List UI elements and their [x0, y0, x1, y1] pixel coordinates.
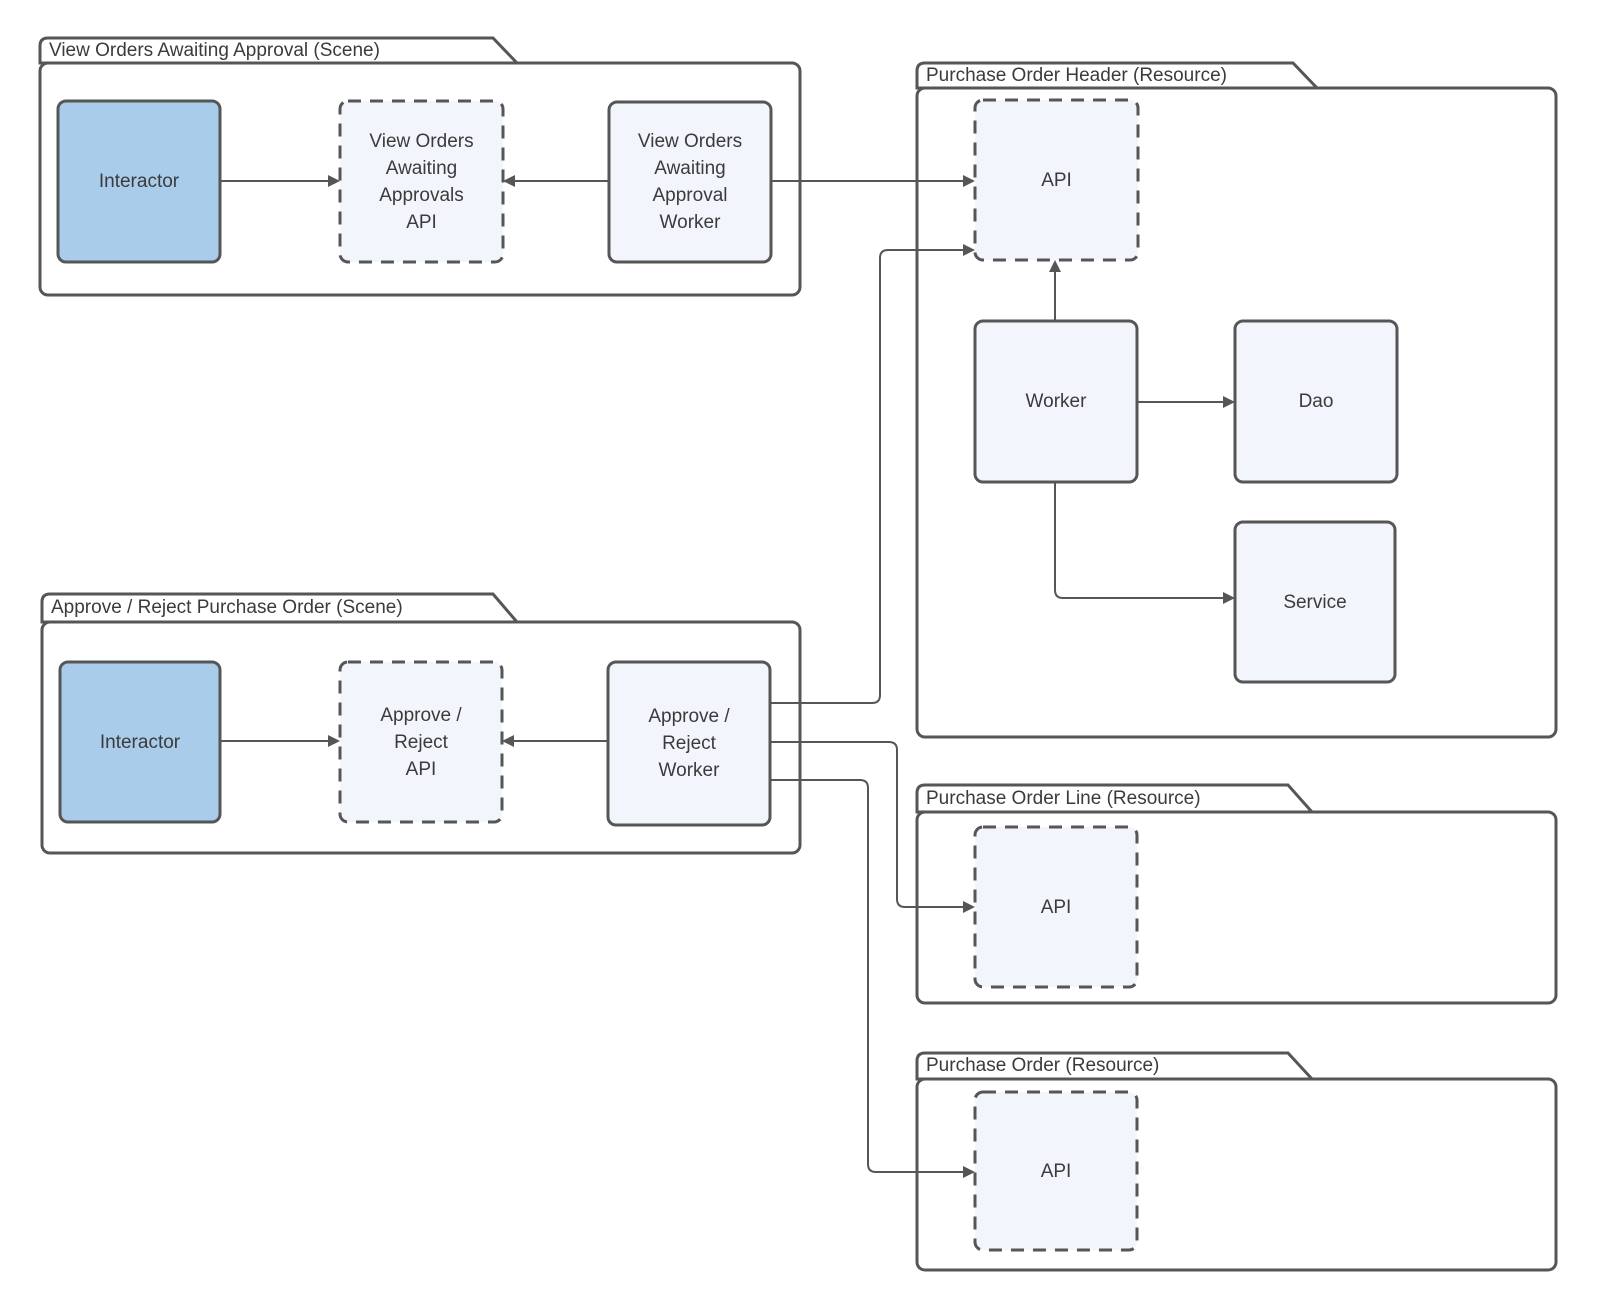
node-label-pol-api: API — [1040, 896, 1072, 918]
edge-poh-worker-to-service — [1054, 482, 1235, 604]
node-voaa-interactor — [56, 99, 222, 264]
node-label-poh-dao: Dao — [1298, 391, 1334, 412]
node-label-ar-interactor: Interactor — [99, 731, 181, 753]
node-poh-dao — [1233, 319, 1399, 484]
container-title-view-orders-scene: View Orders Awaiting Approval (Scene) — [49, 40, 380, 61]
node-label-ar-worker: Approve / Reject Worker — [648, 706, 730, 781]
node-label-poh-service: Service — [1283, 591, 1347, 613]
container-title-po-header-resource: Purchase Order Header (Resource) — [926, 65, 1227, 86]
node-ar-api — [338, 660, 504, 824]
node-label-po-api: API — [1040, 1160, 1072, 1182]
node-poh-service — [1233, 520, 1397, 684]
node-label-ar-api: Approve / Reject API — [380, 704, 462, 780]
node-label-poh-worker: Worker — [1025, 391, 1087, 412]
edge-ar-worker-to-pol-api — [770, 741, 975, 913]
node-voaa-worker — [607, 100, 773, 264]
edge-ar-worker-to-po-api — [770, 779, 975, 1178]
edge-ar-worker-to-poh-api — [770, 244, 975, 704]
node-voaa-api — [338, 99, 505, 264]
node-po-api — [973, 1090, 1139, 1252]
container-title-approve-reject-scene: Approve / Reject Purchase Order (Scene) — [51, 597, 403, 618]
node-label-poh-api: API — [1041, 169, 1072, 191]
node-poh-api — [973, 98, 1140, 262]
node-poh-worker — [973, 319, 1139, 484]
node-pol-api — [973, 825, 1139, 989]
container-title-po-resource: Purchase Order (Resource) — [926, 1055, 1160, 1076]
node-ar-interactor — [58, 660, 222, 824]
node-label-voaa-interactor: Interactor — [98, 171, 180, 192]
node-label-voaa-api: View Orders Awaiting Approvals API — [369, 130, 474, 233]
node-ar-worker — [606, 660, 772, 827]
node-label-voaa-worker: View Orders Awaiting Approval Worker — [637, 131, 743, 233]
container-title-po-line-resource: Purchase Order Line (Resource) — [926, 788, 1201, 809]
